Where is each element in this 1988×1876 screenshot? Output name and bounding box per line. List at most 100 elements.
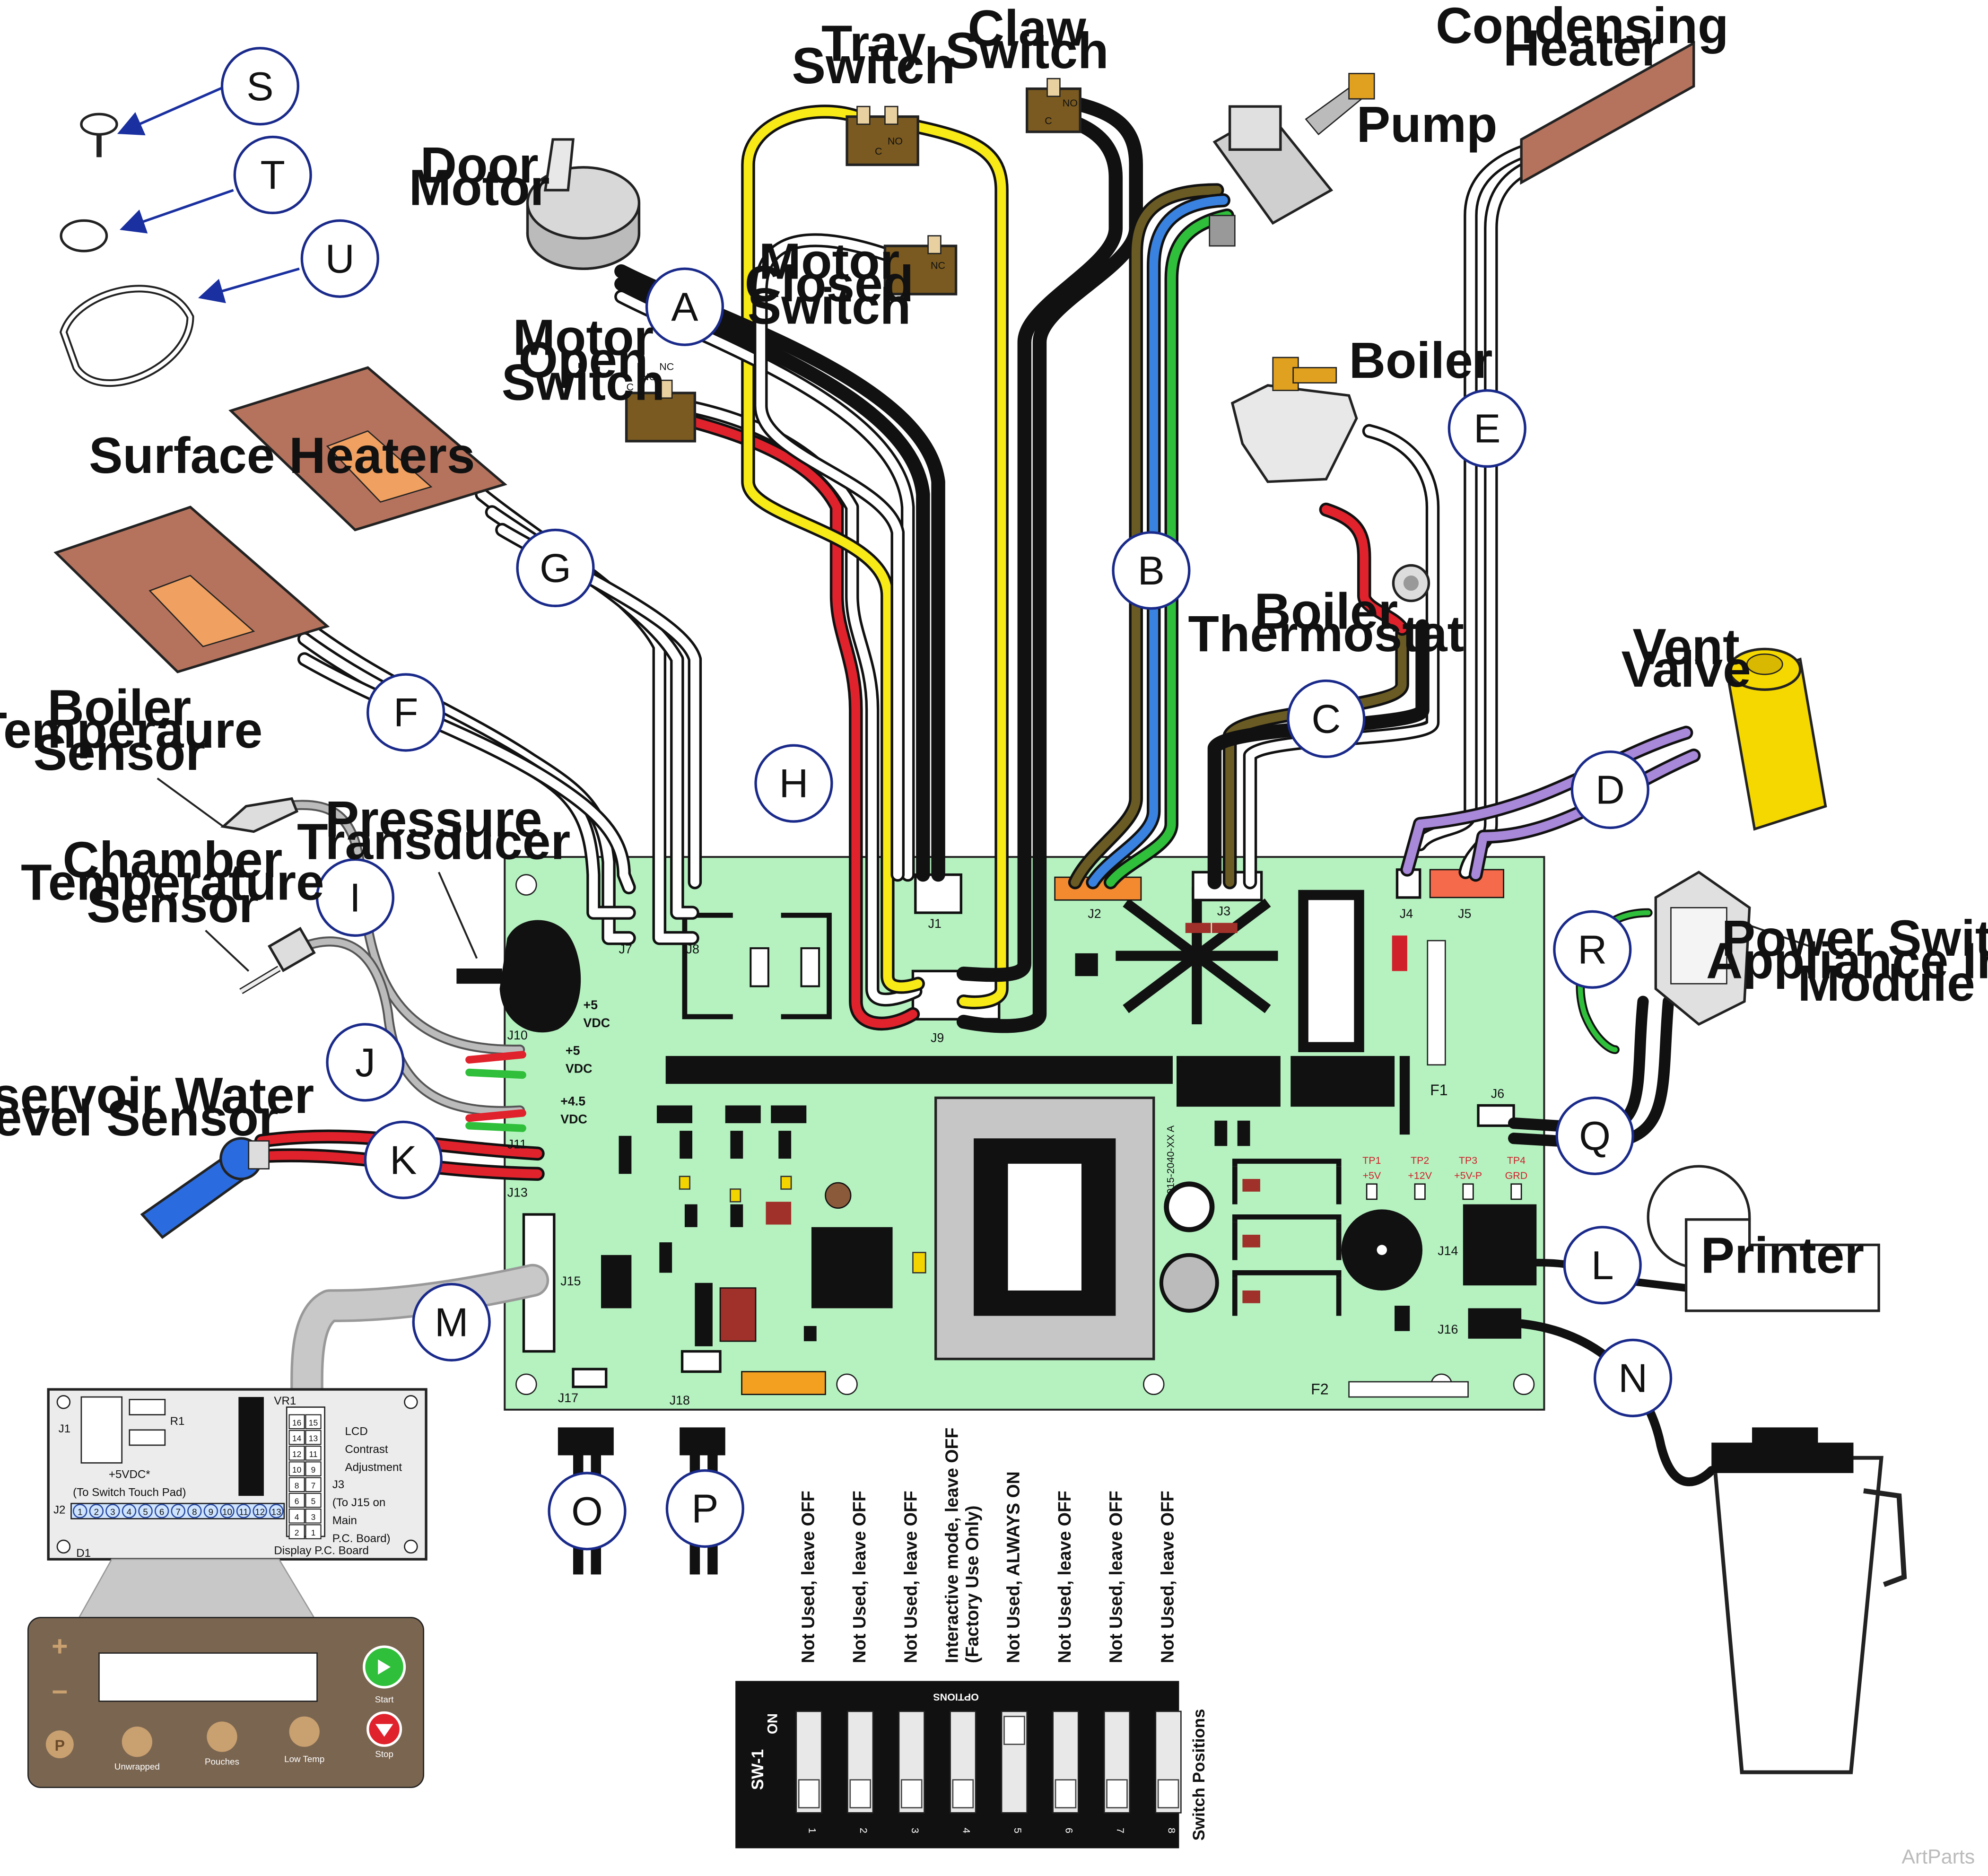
svg-text:4: 4 [960, 1828, 972, 1833]
dip-switch-5[interactable]: 5 [1001, 1710, 1028, 1833]
svg-text:O: O [571, 1489, 603, 1534]
heat-sink [1116, 887, 1278, 1024]
svg-text:E: E [1474, 406, 1500, 452]
callout-u: U [300, 219, 379, 298]
dip-switch-8[interactable]: 8 [1155, 1710, 1182, 1833]
dip-switch-7[interactable]: 7 [1103, 1710, 1131, 1833]
svg-text:J15: J15 [560, 1274, 581, 1288]
test-point-tp1: TP1+5V [1362, 1155, 1381, 1200]
svg-text:J16: J16 [1438, 1322, 1458, 1336]
boiler-temp-sensor [220, 797, 299, 833]
screw-s [80, 113, 118, 157]
j2-pin-1: 1 [78, 1507, 82, 1517]
door-motor [526, 138, 641, 270]
svg-text:−: − [52, 1676, 68, 1707]
callout-j: J [326, 1023, 405, 1102]
dip-desc-7: Not Used, leave OFF [1106, 1491, 1126, 1663]
label-boiler-temp-sensor: BoilerTemperaureSensor [0, 679, 262, 781]
watermark: ArtParts [1901, 1846, 1975, 1868]
j3-pin-7: 7 [311, 1481, 316, 1490]
test-point-tp3: TP3+5V-P [1454, 1155, 1482, 1200]
svg-text:I: I [349, 875, 361, 920]
label-printer: Printer [1701, 1227, 1865, 1283]
svg-text:+4.5VDC: +4.5VDC [560, 1094, 587, 1126]
svg-text:2: 2 [858, 1828, 869, 1833]
svg-text:+: + [52, 1631, 68, 1662]
svg-text:J6: J6 [1491, 1086, 1504, 1100]
svg-text:J17: J17 [558, 1391, 578, 1405]
svg-text:R1: R1 [170, 1415, 185, 1428]
j2-pin-6: 6 [159, 1507, 164, 1517]
j3-pin-12: 12 [292, 1449, 301, 1459]
j2-pin-7: 7 [176, 1507, 181, 1517]
j2-pin-11: 11 [239, 1507, 248, 1517]
svg-text:8: 8 [1166, 1828, 1177, 1833]
svg-text:D: D [1596, 768, 1625, 813]
capacitor-c [825, 1182, 852, 1209]
svg-text:P: P [691, 1486, 718, 1531]
svg-text:J2: J2 [53, 1504, 65, 1517]
surface-heater-upper [228, 366, 507, 532]
j2-pin-3: 3 [110, 1507, 115, 1517]
svg-text:Display P.C. Board: Display P.C. Board [274, 1544, 369, 1557]
j3-pin-8: 8 [295, 1481, 299, 1490]
label-reservoir-sensor: Reservoir WaterLevel Sensor [0, 1067, 314, 1146]
svg-text:J9: J9 [931, 1030, 944, 1045]
label-pump: Pump [1357, 96, 1498, 153]
dip-switch-3[interactable]: 3 [898, 1710, 925, 1833]
boiler [1230, 357, 1358, 483]
chamber-temp-sensor [239, 926, 316, 995]
svg-text:F2: F2 [1311, 1381, 1329, 1398]
board-dip-switch [741, 1371, 826, 1396]
j2-pin-2: 2 [94, 1507, 99, 1517]
svg-text:+5V: +5V [1362, 1170, 1381, 1181]
label-pressure-transducer: PressureTransducer [297, 791, 570, 870]
svg-text:+5VDC: +5VDC [566, 1043, 593, 1075]
svg-text:B: B [1138, 548, 1165, 593]
dip-switch-6[interactable]: 6 [1052, 1710, 1079, 1833]
label-motor-closed-switch: MotorClosedSwitch [745, 233, 914, 335]
svg-text:D1: D1 [76, 1547, 91, 1560]
label-tray-switch: TraySwitch [792, 15, 956, 94]
label-condensing-heater: CondensingHeater [1436, 0, 1728, 77]
dip-switch-2[interactable]: 2 [847, 1710, 874, 1833]
svg-text:Pouches: Pouches [205, 1756, 239, 1766]
fuse-f2 [1348, 1381, 1469, 1398]
callout-n: N [1593, 1338, 1673, 1417]
dip-switch-1[interactable]: 1 [795, 1710, 822, 1833]
callout-d: D [1570, 750, 1649, 829]
svg-text:J1: J1 [59, 1422, 70, 1435]
callout-arrows [117, 85, 300, 304]
callout-a: A [645, 267, 724, 346]
surface-heater-lower [53, 506, 330, 673]
j3-pin-6: 6 [295, 1497, 299, 1506]
dip-desc-1: Not Used, leave OFF [798, 1491, 818, 1663]
component-labels: DoorMotor TraySwitch ClawSwitch Condensi… [0, 0, 1988, 1283]
svg-text:Stop: Stop [375, 1749, 393, 1759]
j3-pin-4: 4 [295, 1512, 299, 1522]
dip-on-label: ON [765, 1713, 781, 1734]
svg-text:G: G [540, 545, 571, 591]
power-switch-module [1654, 871, 1751, 1026]
dip-switch-4[interactable]: 4 [950, 1710, 977, 1833]
svg-text:T: T [261, 152, 285, 198]
svg-text:J5: J5 [1458, 907, 1471, 921]
j3-pin-5: 5 [311, 1497, 316, 1506]
svg-text:+12V: +12V [1408, 1170, 1432, 1181]
j2-pin-12: 12 [255, 1507, 265, 1517]
keypad [27, 1617, 425, 1789]
svg-text:+5VDC: +5VDC [583, 998, 610, 1030]
svg-text:J7: J7 [619, 942, 632, 956]
capacitor-a [1164, 1181, 1215, 1232]
svg-text:F: F [393, 690, 418, 735]
board-resistors [766, 923, 1260, 1303]
svg-text:Low Temp: Low Temp [284, 1754, 324, 1764]
relay-red [1392, 935, 1407, 971]
pressure-transducer [456, 920, 581, 1033]
